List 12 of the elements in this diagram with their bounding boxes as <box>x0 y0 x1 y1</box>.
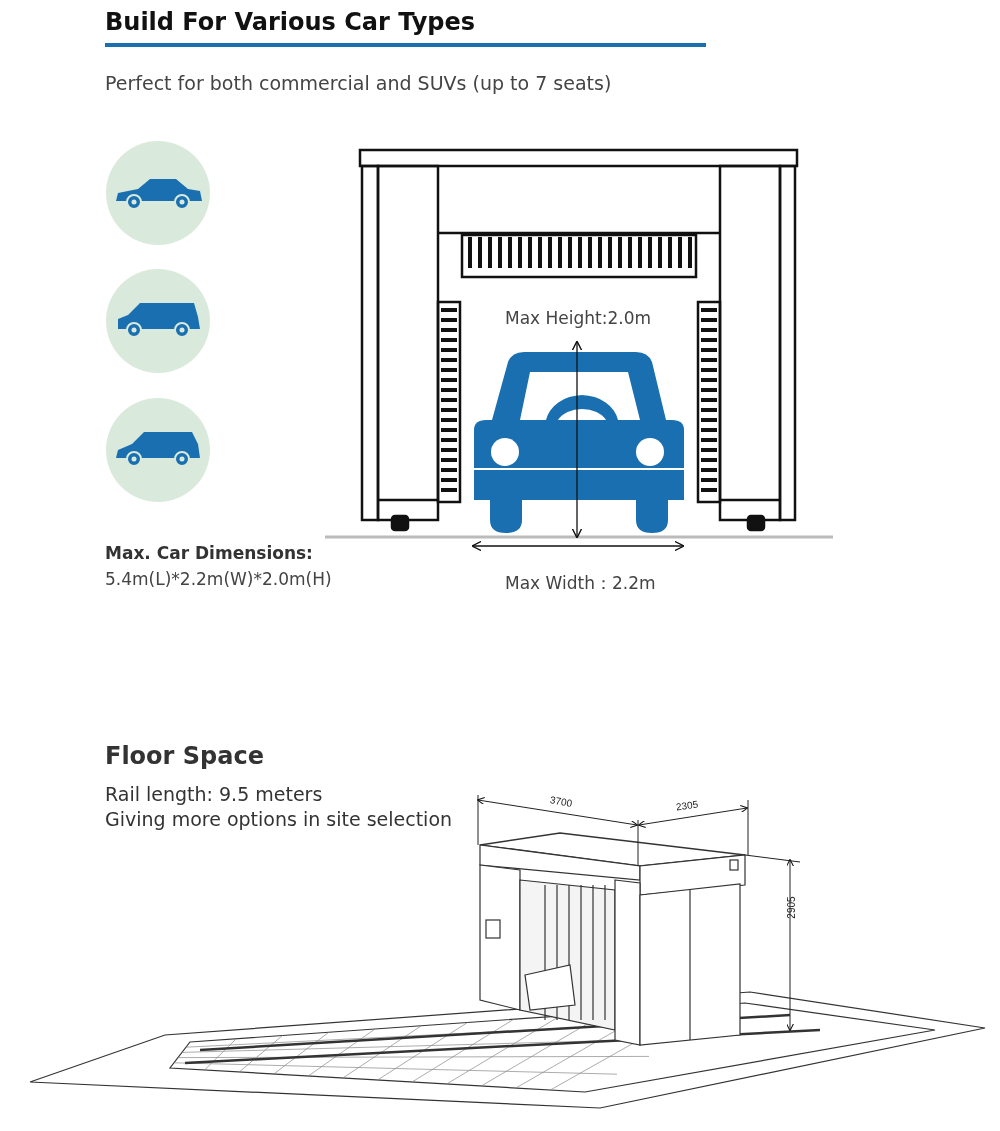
dimension-label: 2305 <box>675 798 699 813</box>
section-heading: Floor Space <box>105 742 264 770</box>
dimension-label: Max Height:2.0m <box>505 308 652 328</box>
note-text: Rail length: 9.5 meters <box>105 783 323 805</box>
subtitle: Perfect for both commercial and SUVs (up to 7 seats) <box>105 72 612 94</box>
section-heading: Build For Various Car Types <box>105 8 476 36</box>
dimension-label: Max Width：2.2m <box>505 572 656 595</box>
dimension-value: 5.4m(L)*2.2m(W)*2.0m(H) <box>105 569 332 589</box>
note-text: Giving more options in site selection <box>105 808 453 830</box>
dimension-label: 2905 <box>785 896 797 919</box>
dimension-heading: Max. Car Dimensions: <box>105 543 313 563</box>
dimension-label: 3700 <box>549 794 574 809</box>
